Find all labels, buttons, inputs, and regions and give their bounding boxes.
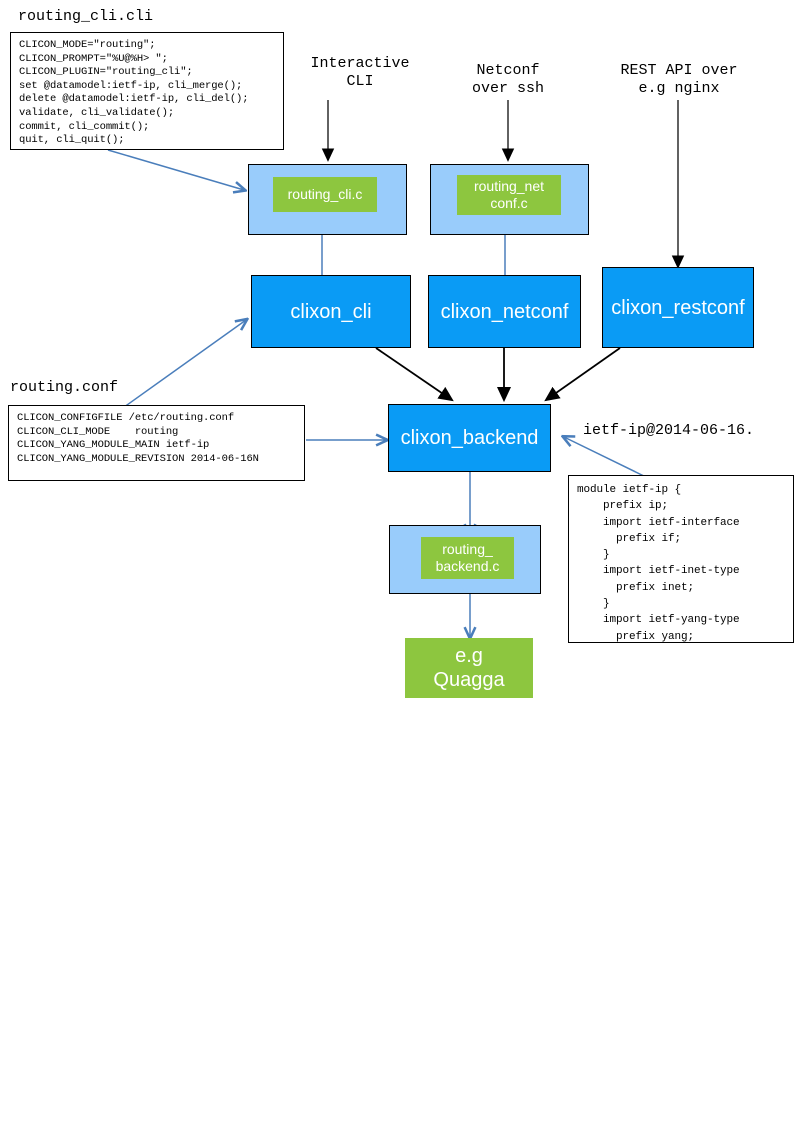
process-clixon-netconf-label: clixon_netconf [440, 300, 569, 323]
yang-file-line: prefix if; [577, 532, 682, 545]
external-quagga[interactable]: e.g Quagga [405, 638, 533, 698]
cli-file-title: routing_cli.cli [18, 8, 154, 25]
netconf-plugin-container[interactable]: routing_net conf.c [430, 164, 589, 235]
arrow-conf-to-clixon-cli [119, 320, 246, 411]
cli-file-line: set @datamodel:ietf-ip, cli_merge(); [19, 79, 243, 92]
arrow-cli-file-to-cli-plugin [107, 149, 244, 190]
cli-file-line: quit, cli_quit(); [19, 134, 125, 147]
yang-file-title: ietf-ip@2014-06-16. [583, 422, 755, 439]
yang-file-line: } [577, 598, 610, 611]
cli-plugin-container[interactable]: routing_cli.c [248, 164, 407, 235]
arrow-yang-to-backend [564, 437, 649, 479]
yang-file-line: } [577, 549, 610, 562]
yang-file-line: prefix inet; [577, 581, 695, 594]
plugin-routing-netconf-c-label: routing_net conf.c [473, 178, 545, 211]
cli-file-line: CLICON_PLUGIN="routing_cli"; [19, 66, 193, 79]
cli-file-line: validate, cli_validate(); [19, 106, 175, 119]
plugin-routing-backend-c[interactable]: routing_ backend.c [421, 537, 514, 579]
yang-file-line: import ietf-yang-type [577, 614, 740, 627]
cli-file-line: delete @datamodel:ietf-ip, cli_del(); [19, 93, 249, 106]
process-clixon-cli-label: clixon_cli [290, 300, 372, 323]
arrow-clixon-cli-to-backend [375, 347, 454, 402]
entrypoint-netconf-label: Netconf over ssh [471, 62, 544, 97]
conf-file-line: CLICON_CONFIGFILE /etc/routing.conf [17, 412, 235, 424]
process-clixon-backend-label: clixon_backend [400, 427, 539, 449]
conf-file-title: routing.conf [10, 379, 119, 396]
conf-file-line: CLICON_CLI_MODE routing [17, 425, 179, 438]
cli-file-box: CLICON_MODE="routing"; CLICON_PROMPT="%U… [10, 32, 284, 150]
conf-file-line: CLICON_YANG_MODULE_REVISION 2014-06-16N [17, 452, 259, 465]
plugin-routing-backend-c-label: routing_ backend.c [435, 541, 500, 574]
cli-file-line: commit, cli_commit(); [19, 120, 150, 133]
external-quagga-label: e.g Quagga [433, 645, 505, 691]
cli-file-line: CLICON_PROMPT="%U@%H> "; [19, 52, 168, 65]
cli-file-line: CLICON_MODE="routing"; [19, 39, 156, 51]
process-clixon-netconf[interactable]: clixon_netconf [428, 275, 581, 348]
yang-file-line: prefix yang; [577, 630, 695, 643]
plugin-routing-cli-c-label: routing_cli.c [287, 186, 363, 202]
conf-file-box: CLICON_CONFIGFILE /etc/routing.conf CLIC… [8, 405, 305, 481]
yang-file-box: module ietf-ip { prefix ip; import ietf-… [568, 475, 794, 643]
entrypoint-restapi-label: REST API over e.g nginx [620, 62, 738, 97]
yang-file-line: prefix ip; [577, 500, 669, 513]
backend-plugin-container[interactable]: routing_ backend.c [389, 525, 541, 594]
yang-file-line: import ietf-inet-type [577, 565, 740, 578]
arrow-clixon-restconf-to-backend [544, 347, 621, 402]
process-clixon-restconf[interactable]: clixon_restconf [602, 267, 754, 348]
yang-file-line: import ietf-interface [577, 516, 740, 529]
conf-file-line: CLICON_YANG_MODULE_MAIN ietf-ip [17, 439, 210, 452]
plugin-routing-cli-c[interactable]: routing_cli.c [273, 177, 377, 212]
process-clixon-cli[interactable]: clixon_cli [251, 275, 411, 348]
yang-file-line: module ietf-ip { [577, 484, 682, 496]
process-clixon-backend[interactable]: clixon_backend [388, 404, 551, 472]
entrypoint-interactive-cli-label: Interactive CLI [310, 55, 410, 90]
plugin-routing-netconf-c[interactable]: routing_net conf.c [457, 175, 561, 215]
process-clixon-restconf-label: clixon_restconf [611, 296, 745, 319]
